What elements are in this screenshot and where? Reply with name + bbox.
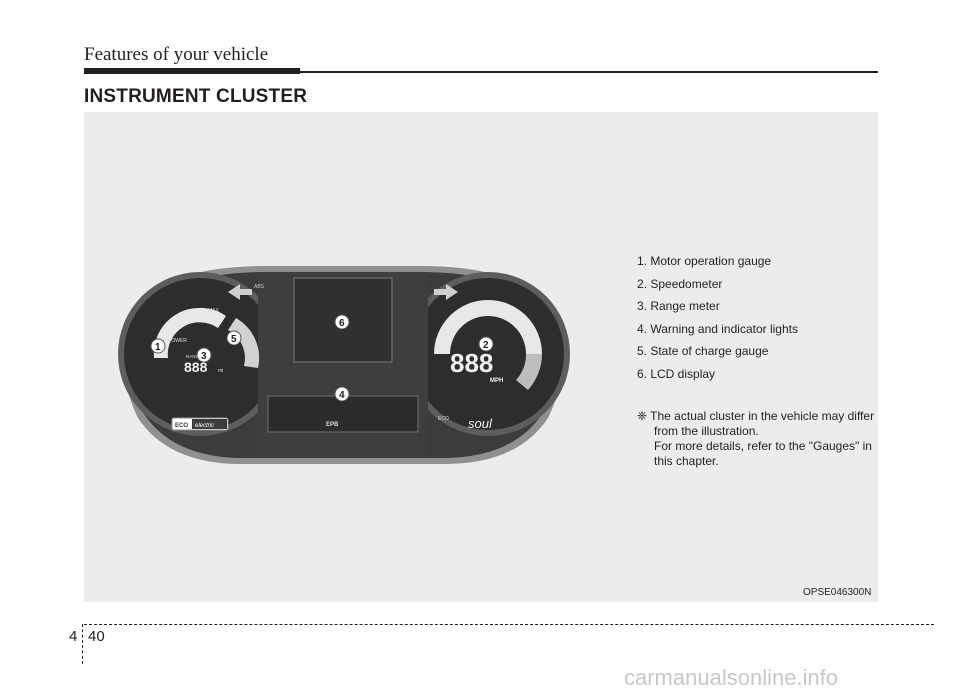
callout-1: 1 — [151, 339, 165, 353]
svg-text:5: 5 — [231, 334, 237, 345]
section-header: Features of your vehicle — [84, 44, 268, 66]
speed-digits: 888 — [450, 348, 493, 378]
header-rule — [300, 71, 878, 73]
legend-item: 4. Warning and indicator lights — [637, 318, 882, 341]
legend-item: 3. Range meter — [637, 295, 882, 318]
callout-legend: 1. Motor operation gauge 2. Speedometer … — [637, 250, 882, 385]
legend-item: 5. State of charge gauge — [637, 340, 882, 363]
legend-item: 6. LCD display — [637, 363, 882, 386]
max-label: MAX — [208, 308, 220, 314]
page-title: INSTRUMENT CLUSTER — [84, 86, 307, 108]
chapter-number: 4 — [69, 628, 77, 645]
instrument-cluster-illustration: mi 888 POWER MAX RANGE 888 MPH ABS EPB E… — [108, 258, 578, 468]
svg-text:4: 4 — [339, 390, 345, 401]
svg-text:1: 1 — [155, 342, 161, 353]
epb-label: EPB — [326, 422, 339, 428]
illustration-note: ❈ The actual cluster in the vehicle may … — [637, 409, 882, 469]
callout-3: 3 — [197, 348, 211, 362]
svg-text:3: 3 — [201, 351, 207, 362]
footer-rule — [84, 624, 934, 625]
note-line: ❈ The actual cluster in the vehicle may … — [637, 409, 882, 424]
abs-label: ABS — [254, 284, 265, 290]
speed-unit: MPH — [490, 378, 503, 384]
callout-2: 2 — [479, 337, 493, 351]
eco-badge-label: ECO — [175, 423, 188, 429]
power-label: POWER — [168, 338, 187, 344]
note-line: this chapter. — [637, 454, 882, 469]
legend-item: 2. Speedometer — [637, 273, 882, 296]
note-line: from the illustration. — [637, 424, 882, 439]
svg-text:2: 2 — [483, 340, 489, 351]
watermark: carmanualsonline.info — [624, 665, 838, 691]
electric-badge-label: electric — [195, 423, 214, 429]
range-unit: mi — [218, 368, 223, 374]
callout-6: 6 — [335, 315, 349, 329]
legend-item: 1. Motor operation gauge — [637, 250, 882, 273]
page-number: 40 — [88, 628, 105, 645]
svg-text:6: 6 — [339, 318, 345, 329]
brand-logo: soul — [468, 416, 493, 431]
callout-4: 4 — [335, 387, 349, 401]
figure-code: OPSE046300N — [803, 587, 871, 598]
eco-small-label: ECO — [438, 416, 449, 422]
note-line: For more details, refer to the "Gauges" … — [637, 439, 882, 454]
footer-divider — [82, 624, 83, 664]
header-bar — [84, 68, 300, 74]
callout-5: 5 — [227, 331, 241, 345]
